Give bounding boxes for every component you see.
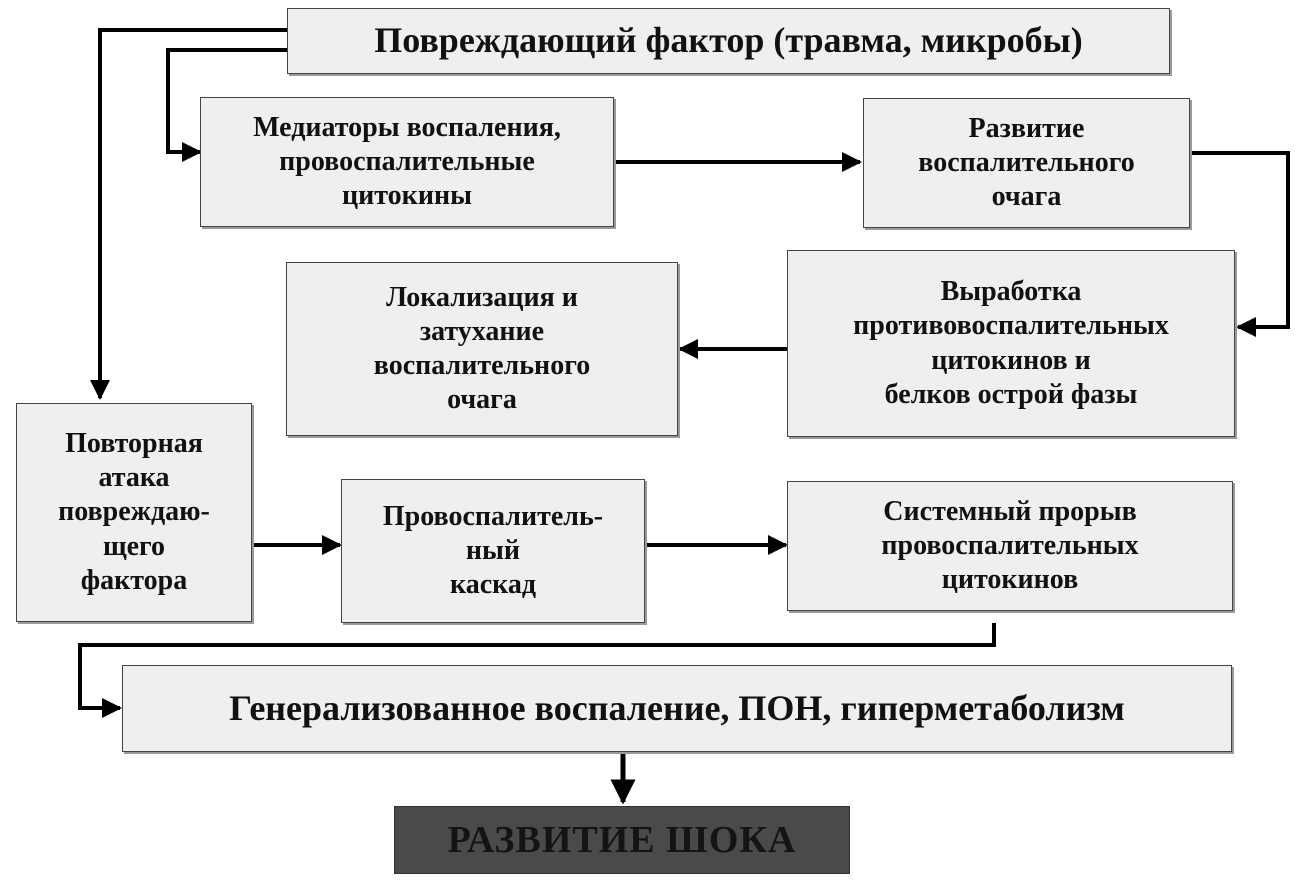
node-shock: РАЗВИТИЕ ШОКА [394,806,850,874]
node-damaging-factor: Повреждающий фактор (травма, микробы) [287,8,1170,74]
node-shock-label: РАЗВИТИЕ ШОКА [447,818,797,861]
node-generalized: Генерализованное воспаление, ПОН, гиперм… [122,665,1232,752]
node-cascade-label: Провоспалитель- ный каскад [382,500,604,601]
node-focus-development-label: Развитие воспалительного очага [918,112,1135,213]
node-localization-label: Локализация и затухание воспалительного … [373,281,591,416]
node-damaging-factor-label: Повреждающий фактор (травма, микробы) [374,20,1083,61]
node-repeated-attack-label: Повторная атака повреждаю- щего фактора [58,428,210,596]
node-mediators: Медиаторы воспаления, провоспалительные … [200,97,614,227]
arrow-factor-to-mediators [166,48,288,162]
node-localization: Локализация и затухание воспалительного … [286,262,678,436]
node-systemic-breakthrough-label: Системный прорыв провоспалительных циток… [881,495,1139,596]
arrow-focus-to-anti-inflammatory [1190,151,1290,337]
node-anti-inflammatory-label: Выработка противовоспалительных цитокино… [853,276,1169,410]
node-focus-development: Развитие воспалительного очага [863,98,1190,228]
node-generalized-label: Генерализованное воспаление, ПОН, гиперм… [229,687,1125,728]
node-repeated-attack: Повторная атака повреждаю- щего фактора [16,403,252,622]
arrow-systemic-to-generalized [78,623,996,718]
node-cascade: Провоспалитель- ный каскад [341,479,645,623]
node-anti-inflammatory: Выработка противовоспалительных цитокино… [787,250,1235,437]
node-systemic-breakthrough: Системный прорыв провоспалительных циток… [787,481,1233,611]
arrow-factor-to-repeated-attack [90,28,288,400]
node-mediators-label: Медиаторы воспаления, провоспалительные … [253,111,561,212]
